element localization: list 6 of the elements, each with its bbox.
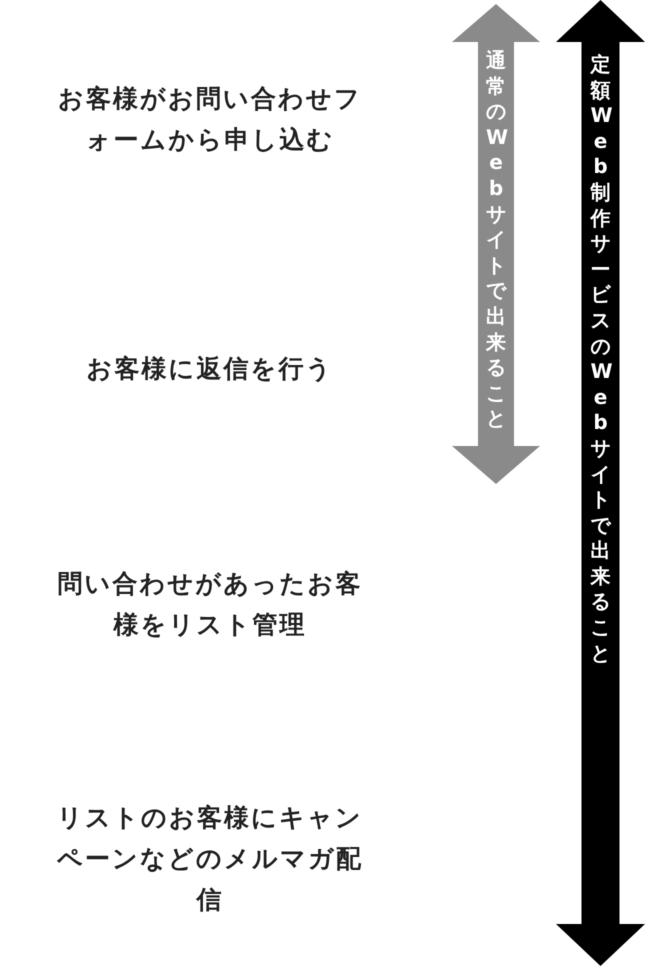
vertical-label: 定額Web制作サービスのWebサイトで出来ること <box>590 52 610 666</box>
step-text: リストのお客様にキャンペーンなどのメルマガ配信 <box>56 802 364 916</box>
step-text: お客様に返信を行う <box>86 353 334 385</box>
vertical-label: 通常のWebサイトで出来ること <box>486 48 506 432</box>
step-text: お客様がお問い合わせフォームから申し込む <box>57 83 363 156</box>
step-text: 問い合わせがあったお客様をリスト管理 <box>56 568 364 641</box>
